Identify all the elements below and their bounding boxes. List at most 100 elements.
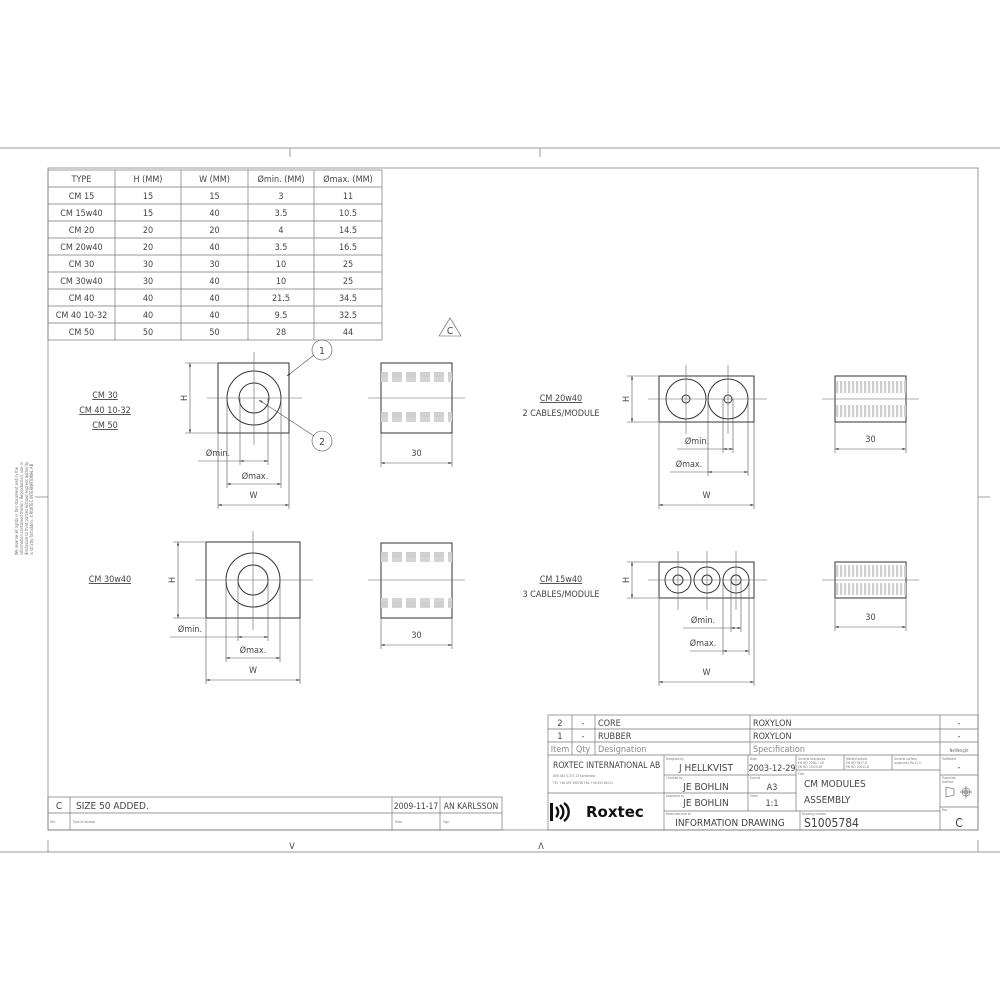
table-header: H (MM) bbox=[134, 175, 163, 185]
module-type-label: 3 CABLES/MODULE bbox=[522, 590, 599, 600]
core-layers bbox=[381, 372, 452, 382]
table-cell: 15 bbox=[143, 192, 153, 202]
copyright-line: information contained therein. Reproduct… bbox=[19, 461, 24, 555]
table-cell: CM 20 bbox=[69, 226, 95, 236]
designed-by-label: Designed by bbox=[666, 757, 684, 761]
core-layers bbox=[835, 565, 906, 577]
bom-weight: - bbox=[958, 719, 961, 729]
approved-by-label: Approved by bbox=[666, 794, 684, 798]
balloon-leader bbox=[258, 399, 315, 437]
width-label: W bbox=[702, 491, 710, 501]
module-type-label: 2 CABLES/MODULE bbox=[522, 409, 599, 419]
balloon-circle bbox=[311, 430, 333, 452]
side-view-cm20w40: 30 bbox=[822, 375, 919, 453]
table-cell: CM 40 bbox=[69, 294, 95, 304]
core-layers bbox=[381, 552, 452, 562]
width-label: W bbox=[702, 668, 710, 678]
title-block-border bbox=[547, 714, 979, 831]
format-value: A3 bbox=[767, 783, 778, 793]
core-layers bbox=[835, 381, 906, 393]
checked-by-label: Checked by bbox=[666, 776, 683, 780]
table-cell: 4 bbox=[278, 226, 283, 236]
view2-labels: CM 30w40 bbox=[89, 575, 131, 585]
table-cell: 11 bbox=[343, 192, 353, 202]
height-label: H bbox=[180, 395, 190, 401]
bom-qty: - bbox=[582, 732, 585, 742]
side-view-cm30: 30 bbox=[368, 362, 465, 467]
module-type-label: CM 50 bbox=[92, 421, 118, 431]
date-label: Date bbox=[750, 757, 757, 761]
drawing-number-label: Drawing number bbox=[802, 812, 827, 816]
scale-label: Scale bbox=[750, 794, 758, 798]
tot-weight-value: - bbox=[958, 763, 961, 773]
roxtec-logo: Roxtec bbox=[550, 802, 644, 822]
max-diameter-label: Ømax. bbox=[242, 471, 269, 482]
bom-specification: ROXYLON bbox=[753, 732, 792, 742]
table-cell: 50 bbox=[209, 328, 219, 338]
table-header: Ømax. (MM) bbox=[323, 174, 372, 185]
table-cell: 21.5 bbox=[272, 294, 290, 304]
bom-qty: - bbox=[582, 719, 585, 729]
projection-method-icon bbox=[945, 786, 972, 798]
height-label: H bbox=[168, 577, 178, 583]
table-cell: CM 50 bbox=[69, 328, 95, 338]
table-cell: 40 bbox=[209, 311, 219, 321]
module-type-label: CM 15w40 bbox=[540, 575, 582, 585]
core-layers bbox=[835, 405, 906, 417]
height-label: H bbox=[622, 396, 632, 402]
width-label: W bbox=[249, 491, 257, 501]
label-rev: Rev bbox=[50, 820, 56, 824]
table-cell: 25 bbox=[343, 277, 353, 287]
title-line-1: CM MODULES bbox=[804, 779, 866, 790]
bom-specification: ROXYLON bbox=[753, 719, 792, 729]
length-label: 30 bbox=[865, 435, 875, 445]
module-type-label: CM 40 10-32 bbox=[79, 406, 131, 416]
revision-sign: AN KARLSSON bbox=[444, 802, 499, 812]
bom-weight: - bbox=[958, 732, 961, 742]
bom-header-designation: Designation bbox=[598, 745, 646, 755]
view3-labels: CM 20w40 2 CABLES/MODULE bbox=[522, 394, 599, 419]
table-cell: 10 bbox=[276, 277, 286, 287]
copyright-notice: We reserve all rights in this document a… bbox=[14, 461, 34, 555]
scale-value: 1:1 bbox=[765, 799, 778, 809]
table-cell: CM 40 10-32 bbox=[56, 311, 108, 321]
revision-letter: C bbox=[56, 801, 62, 812]
drawing-number: S1005784 bbox=[804, 816, 859, 830]
bom-header-item: Item bbox=[551, 745, 570, 755]
table-header: Ømin. (MM) bbox=[257, 174, 304, 185]
balloon-number: 1 bbox=[319, 346, 325, 357]
table-cell: 40 bbox=[209, 294, 219, 304]
balloon-2: 2 bbox=[258, 399, 333, 452]
projection-cone bbox=[945, 786, 955, 798]
module-type-label: CM 20w40 bbox=[540, 394, 582, 404]
table-header: W (MM) bbox=[199, 175, 230, 185]
length-label: 30 bbox=[411, 631, 421, 641]
bom-designation: CORE bbox=[598, 719, 621, 729]
module-type-label: CM 30w40 bbox=[89, 575, 131, 585]
table-cell: CM 30w40 bbox=[60, 277, 102, 287]
table-cell: 20 bbox=[209, 226, 219, 236]
side-view-cm15w40: 30 bbox=[822, 561, 919, 631]
tot-weight-label: TotWeight bbox=[942, 757, 957, 761]
bom-designation: RUBBER bbox=[598, 732, 632, 742]
label-type: Type of revision bbox=[73, 820, 96, 824]
module-type-label: CM 30 bbox=[92, 391, 118, 401]
company-address: BOX 540 S-371 23 Karlskrona bbox=[553, 774, 595, 778]
bom-item: 2 bbox=[557, 719, 562, 729]
view4-labels: CM 15w40 3 CABLES/MODULE bbox=[522, 575, 599, 600]
balloon-leader bbox=[286, 354, 315, 377]
table-cell: 16.5 bbox=[339, 243, 357, 253]
table-cell: CM 15w40 bbox=[60, 209, 102, 219]
table-cell: 20 bbox=[143, 226, 153, 236]
core-layers bbox=[381, 598, 452, 608]
bom-header-specification: Specification bbox=[753, 745, 805, 755]
date-value: 2003-12-29 bbox=[748, 764, 795, 774]
